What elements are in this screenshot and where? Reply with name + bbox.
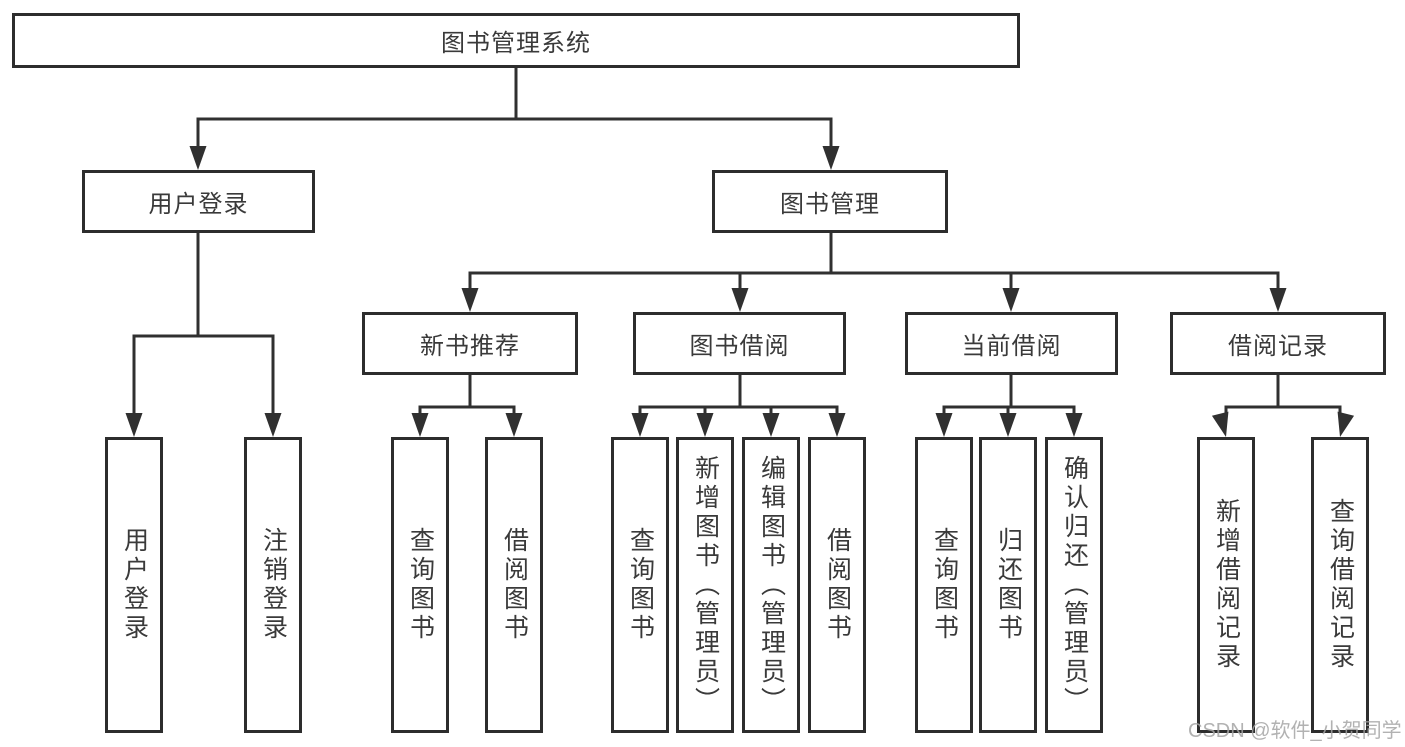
leaf-current-confirm-return-admin: 确认归还（管理员） xyxy=(1045,437,1103,733)
leaf-record-query-label: 查询借阅记录 xyxy=(1326,498,1355,672)
leaf-record-add-label: 新增借阅记录 xyxy=(1212,498,1241,672)
leaf-newbook-borrow-label: 借阅图书 xyxy=(500,527,529,643)
leaf-borrow-add-admin-label: 新增图书（管理员） xyxy=(691,454,720,716)
leaf-logout-label: 注销登录 xyxy=(259,527,288,643)
node-current-borrow-label: 当前借阅 xyxy=(961,333,1062,360)
node-root-label: 图书管理系统 xyxy=(441,30,591,57)
leaf-newbook-borrow: 借阅图书 xyxy=(485,437,543,733)
node-borrow-record: 借阅记录 xyxy=(1170,312,1386,375)
node-new-book-recommend: 新书推荐 xyxy=(362,312,578,375)
node-book-borrow-label: 图书借阅 xyxy=(689,333,790,360)
leaf-user-login: 用户登录 xyxy=(105,437,163,733)
node-root: 图书管理系统 xyxy=(12,13,1020,68)
node-borrow-record-label: 借阅记录 xyxy=(1228,333,1328,360)
leaf-record-add: 新增借阅记录 xyxy=(1197,437,1255,733)
leaf-borrow-edit-admin: 编辑图书（管理员） xyxy=(742,437,800,733)
leaf-record-query: 查询借阅记录 xyxy=(1311,437,1369,733)
node-book-management-label: 图书管理 xyxy=(780,191,880,218)
leaf-newbook-query-label: 查询图书 xyxy=(406,527,435,643)
arrowheads xyxy=(125,146,1355,437)
node-user-login-label: 用户登录 xyxy=(148,191,249,218)
node-book-management: 图书管理 xyxy=(712,170,948,233)
leaf-borrow-book: 借阅图书 xyxy=(808,437,866,733)
leaf-borrow-query: 查询图书 xyxy=(611,437,669,733)
leaf-newbook-query: 查询图书 xyxy=(391,437,449,733)
node-book-borrow: 图书借阅 xyxy=(633,312,846,375)
leaf-current-return: 归还图书 xyxy=(979,437,1037,733)
node-user-login: 用户登录 xyxy=(82,170,315,233)
leaf-user-login-label: 用户登录 xyxy=(120,527,149,643)
leaf-logout: 注销登录 xyxy=(244,437,302,733)
node-new-book-recommend-label: 新书推荐 xyxy=(420,333,520,360)
leaf-current-query: 查询图书 xyxy=(915,437,973,733)
leaf-borrow-book-label: 借阅图书 xyxy=(823,527,852,643)
leaf-borrow-edit-admin-label: 编辑图书（管理员） xyxy=(757,454,786,716)
leaf-borrow-query-label: 查询图书 xyxy=(626,527,655,643)
csdn-watermark: CSDN @软件_小贺同学 xyxy=(1188,720,1402,742)
leaf-borrow-add-admin: 新增图书（管理员） xyxy=(676,437,734,733)
leaf-current-query-label: 查询图书 xyxy=(930,527,959,643)
leaf-current-confirm-return-admin-label: 确认归还（管理员） xyxy=(1060,454,1089,716)
leaf-current-return-label: 归还图书 xyxy=(994,527,1023,643)
node-current-borrow: 当前借阅 xyxy=(905,312,1118,375)
